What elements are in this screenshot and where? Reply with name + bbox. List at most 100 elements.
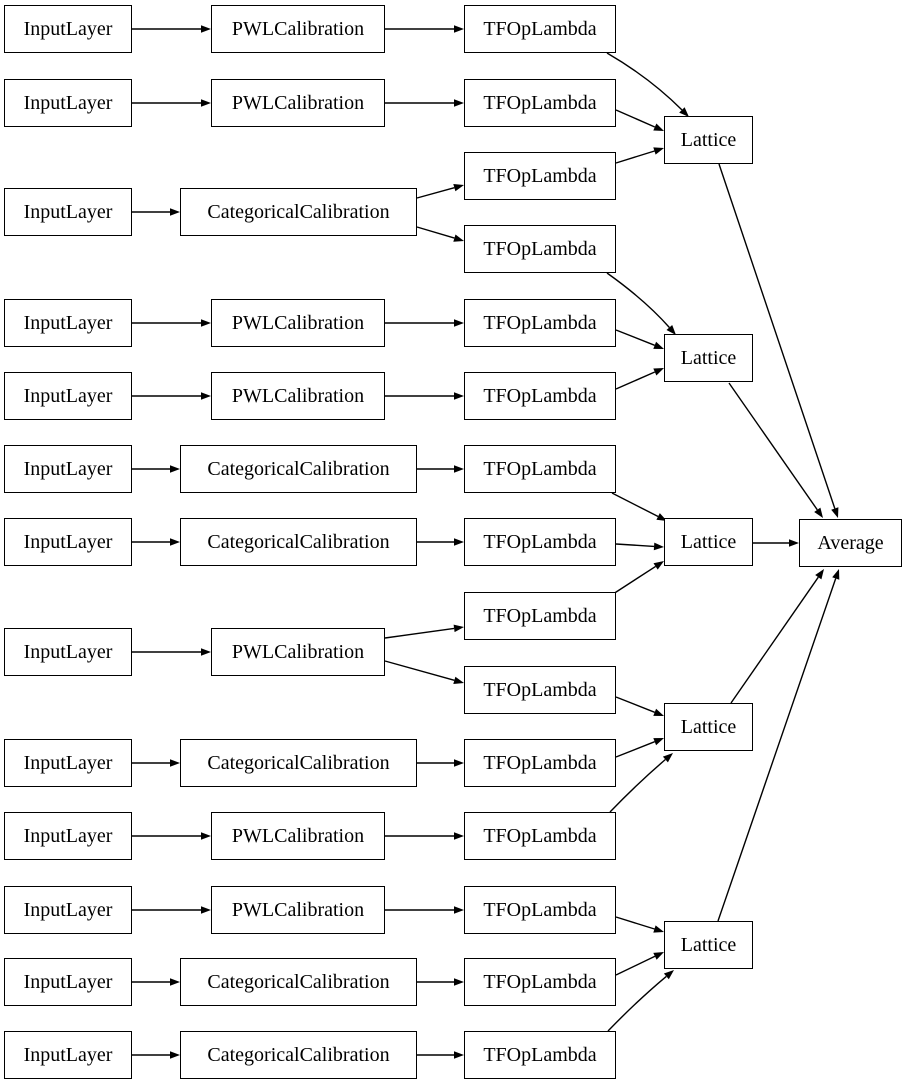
node-label: CategoricalCalibration [207, 458, 390, 480]
node-lambda-6: TFOpLambda [464, 372, 616, 420]
node-input-13: InputLayer [4, 1031, 132, 1079]
arrowhead-lambda-9-to-lattice-3 [653, 561, 664, 570]
arrowhead-lambda-15-to-lattice-5 [663, 970, 674, 980]
arrowhead-input-9-to-cat-4 [170, 759, 180, 767]
node-label: TFOpLambda [483, 899, 597, 921]
arrowhead-lambda-6-to-lattice-2 [653, 368, 664, 376]
node-label: InputLayer [23, 385, 113, 407]
node-label: TFOpLambda [483, 312, 597, 334]
node-label: Lattice [680, 347, 737, 369]
node-lambda-10: TFOpLambda [464, 666, 616, 714]
node-lambda-9: TFOpLambda [464, 592, 616, 640]
node-cat-6: CategoricalCalibration [180, 1031, 417, 1079]
node-label: TFOpLambda [483, 825, 597, 847]
node-label: CategoricalCalibration [207, 1044, 390, 1066]
arrowhead-pwl-5-to-lambda-9 [453, 624, 464, 633]
node-lattice-3: Lattice [664, 518, 753, 566]
arrowhead-cat-6-to-lambda-15 [454, 1051, 464, 1059]
node-label: Lattice [680, 531, 737, 553]
edge-lattice-4-to-average [730, 576, 819, 704]
node-label: TFOpLambda [483, 605, 597, 627]
node-label: Lattice [680, 934, 737, 956]
node-input-9: InputLayer [4, 739, 132, 787]
arrowhead-lambda-12-to-lattice-4 [662, 753, 673, 763]
node-pwl-6: PWLCalibration [211, 812, 385, 860]
edge-lattice-1-to-average [718, 163, 836, 509]
node-cat-2: CategoricalCalibration [180, 445, 417, 493]
node-label: TFOpLambda [483, 971, 597, 993]
arrowhead-lambda-1-to-lattice-1 [679, 107, 689, 117]
arrowhead-lambda-4-to-lattice-2 [666, 325, 676, 335]
node-input-10: InputLayer [4, 812, 132, 860]
node-cat-4: CategoricalCalibration [180, 739, 417, 787]
node-lambda-1: TFOpLambda [464, 5, 616, 53]
node-cat-5: CategoricalCalibration [180, 958, 417, 1006]
edge-lambda-2-to-lattice-1 [615, 109, 656, 128]
arrowhead-lambda-3-to-lattice-1 [653, 147, 664, 155]
arrowhead-lattice-5-to-average [832, 569, 840, 580]
edge-lambda-4-to-lattice-2 [606, 272, 670, 328]
node-label: TFOpLambda [483, 238, 597, 260]
node-label: PWLCalibration [231, 385, 365, 407]
node-lambda-13: TFOpLambda [464, 886, 616, 934]
node-lambda-2: TFOpLambda [464, 79, 616, 127]
node-lambda-11: TFOpLambda [464, 739, 616, 787]
arrowhead-lambda-10-to-lattice-4 [653, 708, 664, 716]
node-label: InputLayer [23, 1044, 113, 1066]
node-label: PWLCalibration [231, 312, 365, 334]
arrowhead-cat-5-to-lambda-14 [454, 978, 464, 986]
edge-pwl-5-to-lambda-10 [384, 660, 455, 681]
node-label: InputLayer [23, 825, 113, 847]
node-lattice-5: Lattice [664, 921, 753, 969]
node-label: InputLayer [23, 18, 113, 40]
arrowhead-lattice-1-to-average [831, 507, 839, 518]
edge-lambda-10-to-lattice-4 [615, 696, 655, 713]
edge-lattice-2-to-average [728, 382, 818, 511]
node-label: PWLCalibration [231, 825, 365, 847]
node-input-6: InputLayer [4, 445, 132, 493]
arrowhead-cat-4-to-lambda-11 [454, 759, 464, 767]
arrowhead-lattice-4-to-average [815, 569, 824, 580]
arrowhead-input-1-to-pwl-1 [201, 25, 211, 33]
arrowhead-input-11-to-pwl-7 [201, 906, 211, 914]
edge-lambda-12-to-lattice-4 [609, 758, 666, 813]
arrowhead-lambda-5-to-lattice-2 [653, 341, 664, 349]
node-input-3: InputLayer [4, 188, 132, 236]
edge-lambda-6-to-lattice-2 [615, 371, 656, 390]
node-pwl-3: PWLCalibration [211, 299, 385, 347]
node-label: TFOpLambda [483, 752, 597, 774]
node-label: CategoricalCalibration [207, 971, 390, 993]
node-label: Lattice [680, 129, 737, 151]
node-cat-3: CategoricalCalibration [180, 518, 417, 566]
arrowhead-cat-3-to-lambda-8 [454, 538, 464, 546]
node-lambda-3: TFOpLambda [464, 152, 616, 200]
node-input-7: InputLayer [4, 518, 132, 566]
edge-lambda-5-to-lattice-2 [615, 329, 655, 346]
arrowhead-input-3-to-cat-1 [170, 208, 180, 216]
node-input-1: InputLayer [4, 5, 132, 53]
node-label: InputLayer [23, 92, 113, 114]
arrowhead-lambda-2-to-lattice-1 [653, 123, 664, 131]
edge-lambda-13-to-lattice-5 [615, 916, 655, 930]
node-lattice-2: Lattice [664, 334, 753, 382]
node-label: InputLayer [23, 458, 113, 480]
node-input-5: InputLayer [4, 372, 132, 420]
node-pwl-5: PWLCalibration [211, 628, 385, 676]
arrowhead-cat-1-to-lambda-3 [453, 184, 464, 192]
arrowhead-lambda-8-to-lattice-3 [653, 542, 664, 551]
node-label: Average [817, 532, 884, 554]
edge-pwl-5-to-lambda-9 [384, 627, 455, 639]
node-pwl-2: PWLCalibration [211, 79, 385, 127]
edge-lambda-9-to-lattice-3 [609, 565, 656, 597]
node-label: PWLCalibration [231, 18, 365, 40]
node-label: TFOpLambda [483, 92, 597, 114]
arrowhead-pwl-7-to-lambda-13 [454, 906, 464, 914]
node-lambda-5: TFOpLambda [464, 299, 616, 347]
arrowhead-input-8-to-pwl-5 [201, 648, 211, 656]
node-input-11: InputLayer [4, 886, 132, 934]
node-label: Lattice [680, 716, 737, 738]
edge-lambda-8-to-lattice-3 [615, 543, 655, 548]
node-label: PWLCalibration [231, 641, 365, 663]
arrowhead-pwl-5-to-lambda-10 [453, 676, 464, 684]
